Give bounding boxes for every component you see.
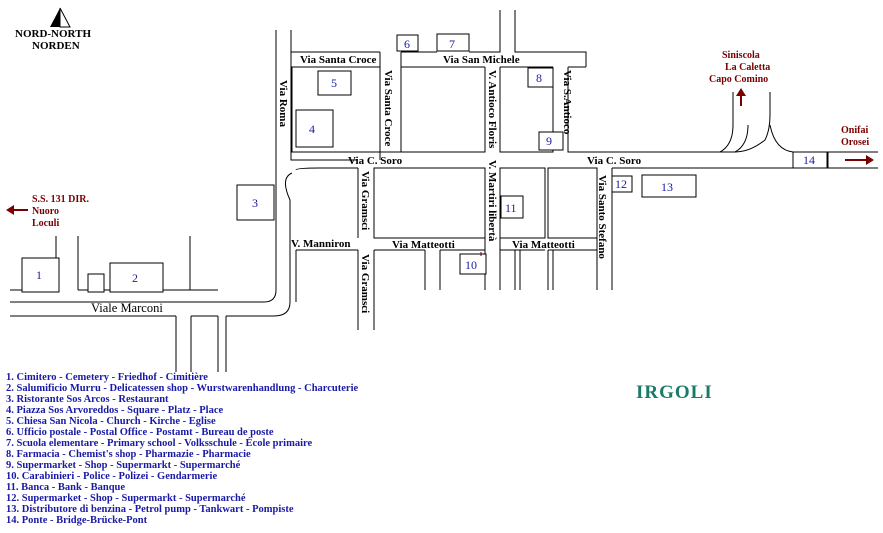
marker-7[interactable]: 7 xyxy=(449,37,455,51)
marker-5[interactable]: 5 xyxy=(331,76,337,90)
marker-4[interactable]: 4 xyxy=(309,122,315,136)
arrow-right-icon xyxy=(845,155,874,165)
street-via-s-antioco: Via S.Antioco xyxy=(561,70,573,135)
arrow-up-icon xyxy=(736,88,746,106)
compass-north-arrow-icon xyxy=(50,8,60,27)
street-viale-marconi: Viale Marconi xyxy=(91,301,163,315)
marker-8[interactable]: 8 xyxy=(536,71,542,85)
road-dashes xyxy=(55,10,613,372)
marker-10[interactable]: 10 xyxy=(465,258,477,272)
legend-item-3: 3. Ristorante Sos Arcos - Restaurant xyxy=(6,394,169,405)
dest-west-2: Nuoro xyxy=(32,206,59,217)
marker-11[interactable]: 11 xyxy=(505,201,517,215)
marker-14[interactable]: 14 xyxy=(803,153,815,167)
legend-item-11: 11. Banca - Bank - Banque xyxy=(6,482,126,493)
dest-west-3: Loculi xyxy=(32,218,59,229)
legend-item-9: 9. Supermarket - Shop - Supermarkt - Sup… xyxy=(6,460,241,471)
street-v-martiri-liberta: V. Martiri libertà xyxy=(486,160,498,242)
legend-item-12: 12. Supermarket - Shop - Supermarkt - Su… xyxy=(6,493,246,504)
dest-north-3: Capo Comino xyxy=(709,74,768,85)
dest-east-2: Orosei xyxy=(841,137,869,148)
destination-west: S.S. 131 DIR. Nuoro Loculi xyxy=(6,194,89,229)
destination-east: Onifai Orosei xyxy=(841,125,874,165)
dest-west-1: S.S. 131 DIR. xyxy=(32,194,89,205)
legend-item-5: 5. Chiesa San Nicola - Church - Kirche -… xyxy=(6,416,216,427)
street-v-antioco-floris: V. Antioco Floris xyxy=(486,70,498,149)
marker-2[interactable]: 2 xyxy=(132,271,138,285)
marker-3[interactable]: 3 xyxy=(252,196,258,210)
legend-item-8: 8. Farmacia - Chemist's shop - Pharmazie… xyxy=(6,449,251,460)
legend-item-1: 1. Cimitero - Cemetery - Friedhof - Cimi… xyxy=(6,372,208,383)
legend: 1. Cimitero - Cemetery - Friedhof - Cimi… xyxy=(6,372,358,526)
street-via-gramsci-top: Via Gramsci xyxy=(359,171,371,230)
marker-boxes xyxy=(21,33,828,293)
compass-label-2: NORDEN xyxy=(32,40,80,52)
street-via-matteotti-right: Via Matteotti xyxy=(512,239,575,251)
street-via-santa-croce-v: Via Santa Croce xyxy=(382,70,394,147)
legend-item-2: 2. Salumificio Murru - Delicatessen shop… xyxy=(6,383,359,394)
marker-6[interactable]: 6 xyxy=(404,37,410,51)
street-via-roma: Via Roma xyxy=(277,80,289,127)
street-via-san-michele: Via San Michele xyxy=(443,54,520,66)
street-via-gramsci-bottom: Via Gramsci xyxy=(359,254,371,313)
arrow-left-icon xyxy=(6,205,28,215)
legend-item-14: 14. Ponte - Bridge-Brücke-Pont xyxy=(6,515,148,526)
street-v-manniron: V. Manniron xyxy=(291,238,351,250)
street-via-c-soro-right: Via C. Soro xyxy=(587,155,642,167)
legend-item-13: 13. Distributore di benzina - Petrol pum… xyxy=(6,504,294,515)
marker-9[interactable]: 9 xyxy=(546,134,552,148)
street-via-santa-croce-h: Via Santa Croce xyxy=(300,54,377,66)
legend-item-7: 7. Scuola elementare - Primary school - … xyxy=(6,438,313,449)
dest-east-1: Onifai xyxy=(841,125,868,136)
destination-north: Siniscola La Caletta Capo Comino xyxy=(709,50,770,106)
marker-12[interactable]: 12 xyxy=(615,177,627,191)
compass-label-1: NORD-NORTH xyxy=(15,28,91,40)
legend-item-6: 6. Ufficio postale - Postal Office - Pos… xyxy=(6,427,274,438)
street-via-santo-stefano: Via Santo Stefano xyxy=(596,175,608,259)
town-name: IRGOLI xyxy=(636,382,713,403)
legend-item-10: 10. Carabinieri - Police - Polizei - Gen… xyxy=(6,471,218,482)
marker-1[interactable]: 1 xyxy=(36,268,42,282)
dest-north-2: La Caletta xyxy=(725,62,770,73)
legend-item-4: 4. Piazza Sos Arvoreddos - Square - Plat… xyxy=(6,405,224,416)
dest-north-1: Siniscola xyxy=(722,50,760,61)
compass: NORD-NORTH NORDEN xyxy=(15,7,91,52)
street-via-matteotti-left: Via Matteotti xyxy=(392,239,455,251)
marker-13[interactable]: 13 xyxy=(661,180,673,194)
street-via-c-soro-left: Via C. Soro xyxy=(348,155,403,167)
